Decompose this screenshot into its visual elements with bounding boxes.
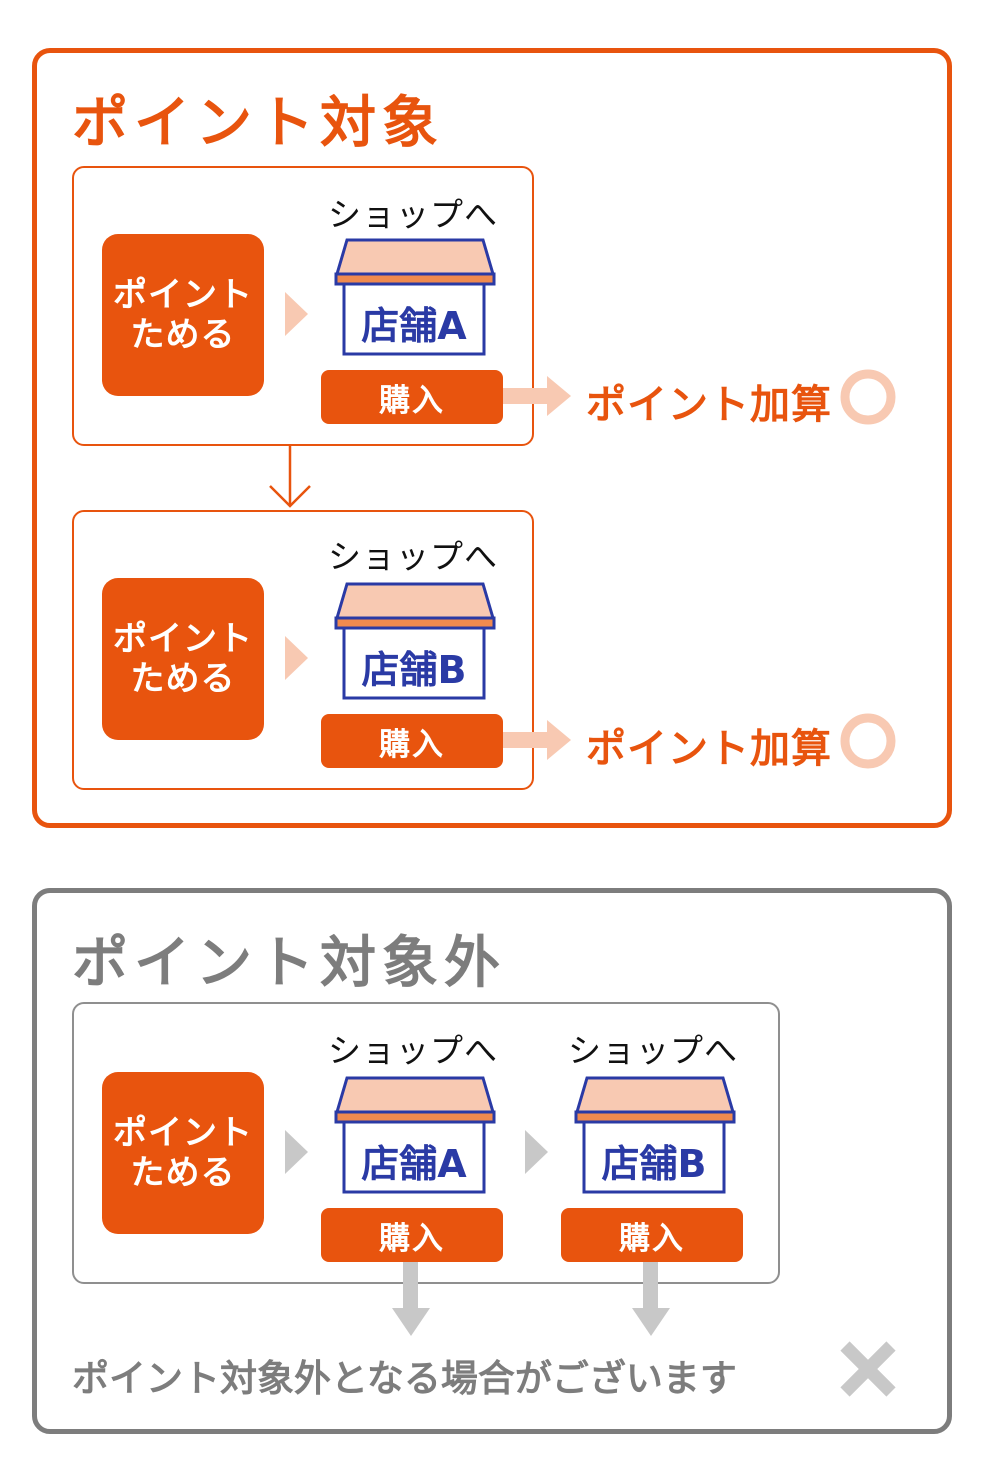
arrow-down-icon: [392, 1262, 430, 1336]
chevron-right-icon: [285, 1130, 308, 1174]
store-icon: 店舗A: [333, 1076, 497, 1196]
ineligible-title: ポイント対象外: [72, 931, 506, 996]
buy-button[interactable]: 購入: [561, 1208, 743, 1262]
store-name: 店舗A: [361, 1141, 467, 1186]
point-tameru-button[interactable]: ポイント ためる: [102, 578, 264, 740]
chevron-right-icon: [285, 636, 308, 680]
point-added-label: ポイント加算: [586, 382, 832, 428]
circle-icon: [840, 713, 896, 769]
arrow-down-icon: [269, 446, 311, 508]
circle-icon: [840, 369, 896, 425]
shop-label: ショップへ: [328, 1031, 498, 1070]
eligible-title: ポイント対象: [72, 91, 444, 156]
chevron-right-icon: [285, 292, 308, 336]
store-name: 店舗B: [361, 647, 467, 692]
store-name: 店舗B: [601, 1141, 707, 1186]
buy-button[interactable]: 購入: [321, 1208, 503, 1262]
point-tameru-button[interactable]: ポイント ためる: [102, 1072, 264, 1234]
arrow-right-icon: [503, 720, 571, 760]
buy-button[interactable]: 購入: [321, 714, 503, 768]
point-tameru-button[interactable]: ポイント ためる: [102, 234, 264, 396]
shop-label: ショップへ: [568, 1031, 738, 1070]
arrow-right-icon: [503, 376, 571, 416]
buy-button[interactable]: 購入: [321, 370, 503, 424]
store-icon: 店舗A: [333, 238, 497, 358]
store-name: 店舗A: [361, 303, 467, 348]
shop-label: ショップへ: [328, 195, 498, 234]
arrow-down-icon: [632, 1262, 670, 1336]
shop-label: ショップへ: [328, 537, 498, 576]
cross-icon: [840, 1341, 896, 1397]
chevron-right-icon: [525, 1130, 548, 1174]
store-icon: 店舗B: [573, 1076, 737, 1196]
store-icon: 店舗B: [333, 582, 497, 702]
point-added-label: ポイント加算: [586, 726, 832, 772]
ineligible-note: ポイント対象外となる場合がございます: [72, 1357, 737, 1400]
